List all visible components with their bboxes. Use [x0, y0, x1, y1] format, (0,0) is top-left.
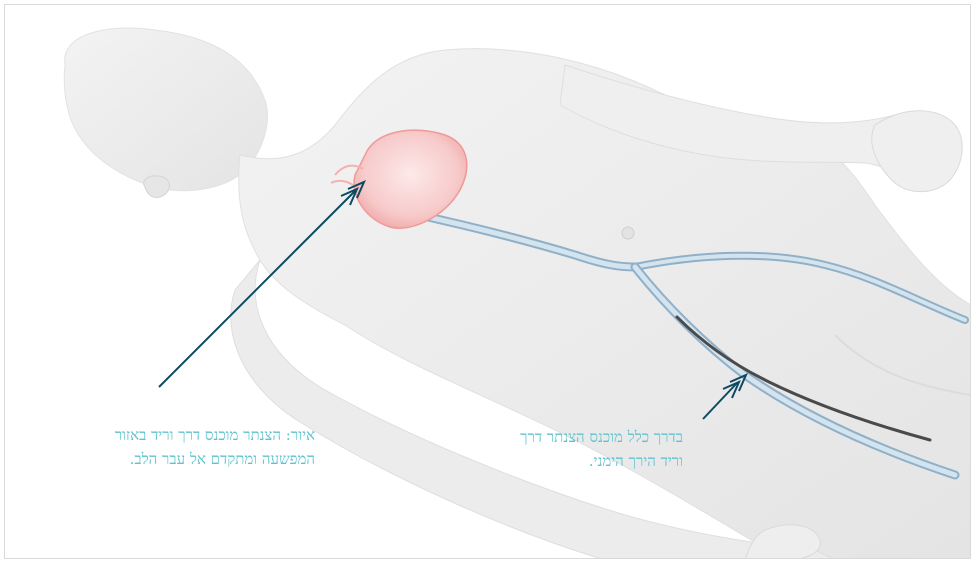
hand-upper-shape	[872, 111, 962, 192]
ear-shape	[144, 176, 170, 198]
body-illustration	[5, 5, 971, 559]
caption-insertion-line2: וריד הירך הימני.	[451, 449, 683, 473]
caption-insertion-line1: בדרך כלל מוכנס הצנתר דרך	[451, 425, 683, 449]
caption-procedure-line1: איור: הצנתר מוכנס דרך וריד באזור	[25, 423, 315, 447]
caption-procedure-line2: המפשעה ומתקדם אל עבר הלב.	[25, 447, 315, 471]
caption-procedure: איור: הצנתר מוכנס דרך וריד באזור המפשעה …	[25, 423, 315, 471]
nipple-mark	[622, 227, 634, 239]
head-shape	[64, 28, 267, 191]
body-silhouette	[64, 28, 971, 559]
caption-insertion: בדרך כלל מוכנס הצנתר דרך וריד הירך הימני…	[451, 425, 683, 473]
illustration-frame: איור: הצנתר מוכנס דרך וריד באזור המפשעה …	[4, 4, 971, 559]
